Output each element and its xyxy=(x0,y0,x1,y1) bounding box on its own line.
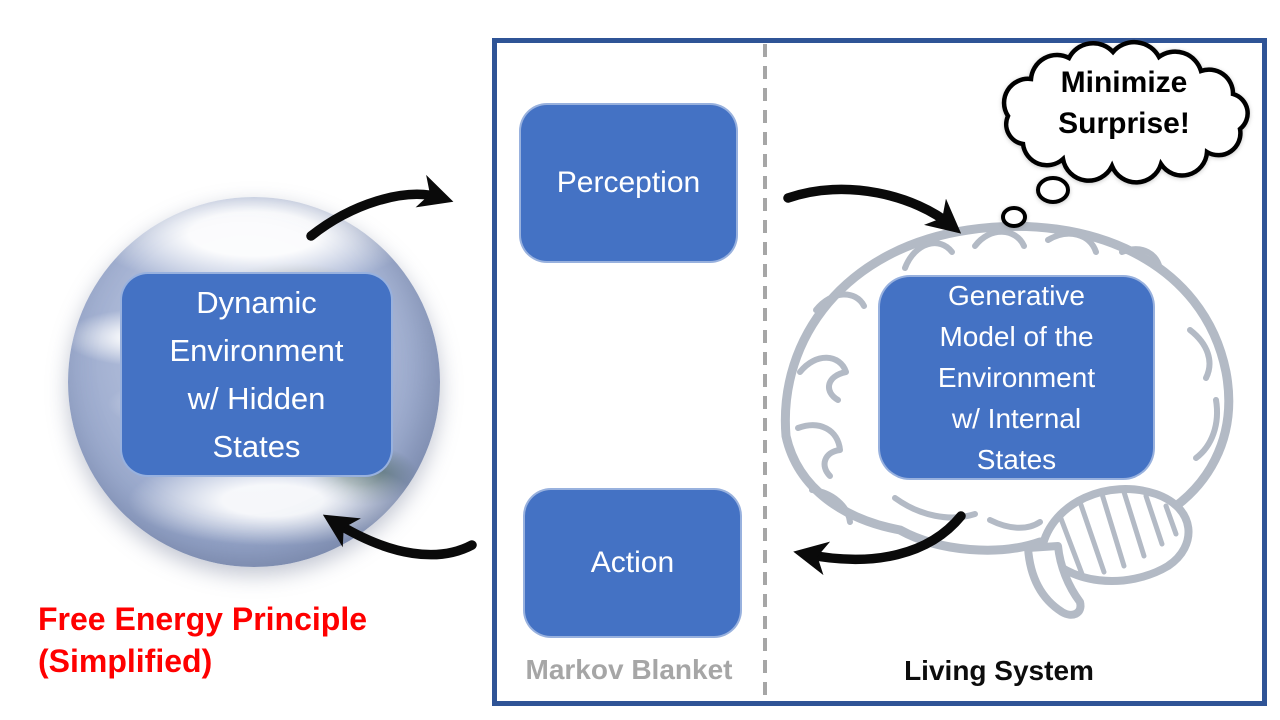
thought-bubble-text: Minimize Surprise! xyxy=(1058,66,1190,140)
generative-model-box: Generative Model of the Environment w/ I… xyxy=(878,275,1155,480)
perception-box: Perception xyxy=(519,103,738,263)
living-system-caption: Living System xyxy=(904,655,1094,686)
environment-box: Dynamic Environment w/ Hidden States xyxy=(120,272,393,477)
action-box-label: Action xyxy=(590,546,675,579)
environment-box-label: Dynamic Environment w/ Hidden States xyxy=(169,284,344,464)
slide-title: Free Energy Principle (Simplified) xyxy=(38,601,368,679)
action-box: Action xyxy=(523,488,742,638)
perception-box-label: Perception xyxy=(556,166,701,199)
markov-blanket-caption: Markov Blanket xyxy=(525,654,733,685)
generative-model-box-label: Generative Model of the Environment w/ I… xyxy=(937,280,1096,475)
